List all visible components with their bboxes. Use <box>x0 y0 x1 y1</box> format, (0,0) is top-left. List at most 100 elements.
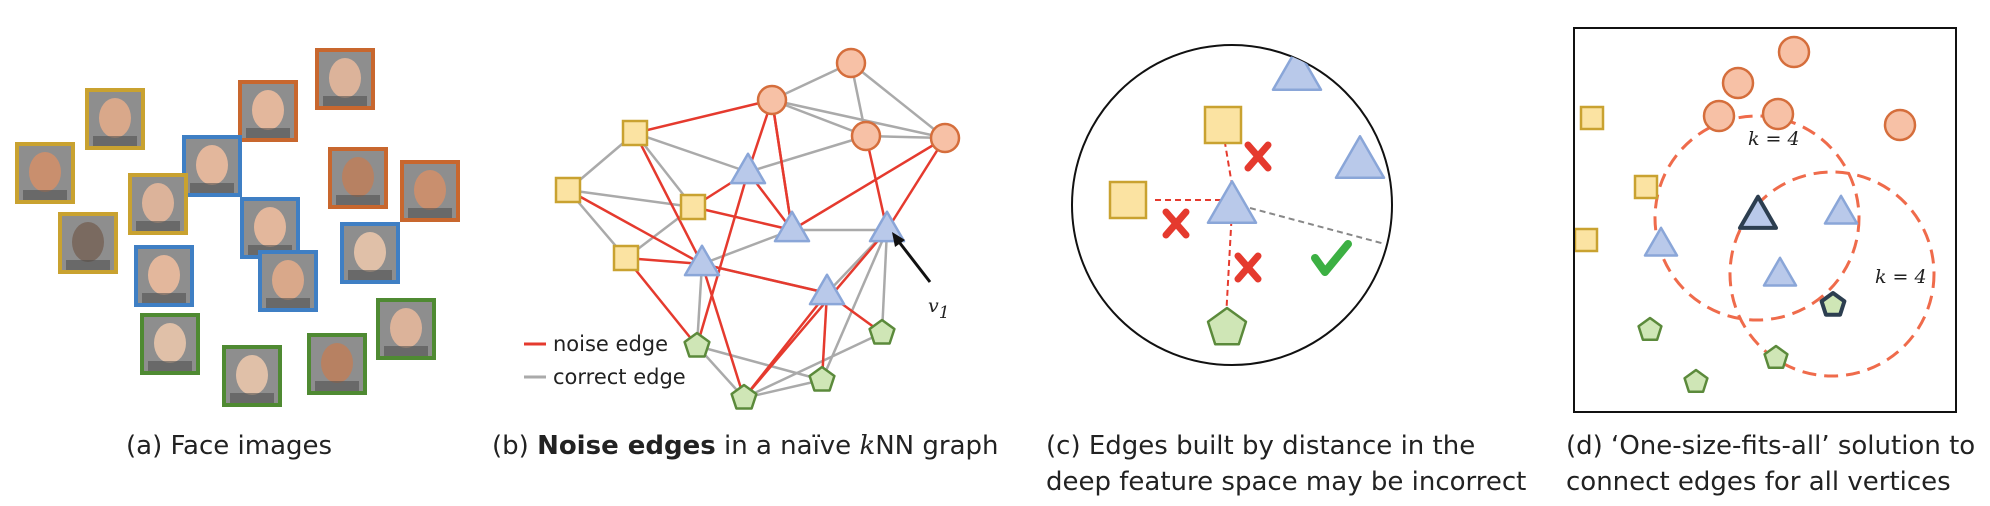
cross-icon <box>1244 141 1272 172</box>
noise-edge <box>567 188 703 266</box>
noise-edge <box>743 229 888 399</box>
caption-c-line1: (c) Edges built by distance in the <box>1046 431 1475 461</box>
pentagon-node <box>730 383 758 410</box>
noise-edge <box>791 136 946 232</box>
panel-d: k = 4 k = 4 (d) ‘One-size-fits-all’ solu… <box>1566 27 1975 497</box>
square-node <box>621 119 649 147</box>
pentagon-node <box>1275 376 1313 412</box>
circle-node <box>929 122 961 154</box>
pentagon-node <box>1763 344 1789 369</box>
panel-c: (c) Edges built by distance in the deep … <box>1046 44 1526 497</box>
panel-d-frame <box>1573 27 1957 413</box>
correct-edge <box>567 188 694 209</box>
face-photo-icon <box>340 222 400 284</box>
square-node <box>1633 174 1659 200</box>
noise-edge <box>633 132 704 265</box>
panel-a: (a) Face images <box>15 48 460 461</box>
circle-node <box>835 47 867 79</box>
triangle-node <box>1738 194 1778 230</box>
face-photo-icon <box>58 212 118 274</box>
face-photo-icon <box>238 80 298 142</box>
triangle-node <box>868 210 906 243</box>
face-photo-icon <box>85 88 145 150</box>
v1-label: v1 <box>928 295 950 323</box>
face-image-grid <box>15 48 460 407</box>
caption-d-line2: connect edges for all vertices <box>1566 467 1951 497</box>
face-photo-icon <box>258 250 318 312</box>
triangle-node <box>1271 47 1323 92</box>
graph-nodes <box>554 47 961 410</box>
face-photo-icon <box>328 147 388 209</box>
noise-edge <box>625 257 698 347</box>
correct-edge <box>880 229 889 334</box>
correct-edge <box>634 131 749 174</box>
square-node <box>612 244 640 272</box>
square-node <box>1108 180 1148 220</box>
noise-edge <box>885 137 947 231</box>
noise-edge <box>770 99 794 231</box>
noise-edge <box>695 171 750 347</box>
cross-icon <box>1234 252 1262 283</box>
caption-b: (b) Noise edges in a naïve kNN graph <box>492 431 999 461</box>
correct-edge <box>696 344 823 382</box>
face-photo-icon <box>15 142 75 204</box>
correct-edge <box>850 62 946 139</box>
cross-icon <box>1162 208 1190 239</box>
square-node <box>1575 227 1599 253</box>
k-radius-circle-1 <box>1653 114 1861 322</box>
triangle-node <box>1382 222 1392 267</box>
triangle-node <box>729 152 767 185</box>
pentagon-node <box>683 331 711 358</box>
correct-edge <box>771 98 867 138</box>
correct-edge <box>771 98 946 140</box>
correct-edge <box>747 134 867 174</box>
k-label-2: k = 4 <box>1875 266 1927 288</box>
circle-node <box>1721 66 1755 100</box>
circle-node <box>1702 99 1736 133</box>
caption-a: (a) Face images <box>126 431 332 461</box>
face-photo-icon <box>182 135 242 197</box>
pentagon-node <box>1819 291 1847 317</box>
triangle-node <box>1823 194 1859 225</box>
v1-arrow-head-icon <box>892 232 905 247</box>
face-photo-icon <box>400 160 460 222</box>
face-photo-icon <box>376 298 436 360</box>
triangle-node <box>808 273 846 306</box>
square-node <box>679 193 707 221</box>
noise-edge <box>700 263 746 399</box>
caption-d-line1: (d) ‘One-size-fits-all’ solution to <box>1566 431 1975 461</box>
face-photo-icon <box>307 333 367 395</box>
triangle-node <box>1334 135 1386 180</box>
panel-b: v1 noise edge correct edge (b) Noise edg… <box>492 47 999 461</box>
face-photo-icon <box>128 173 188 235</box>
pentagon-node <box>1206 306 1248 346</box>
legend-noise-label: noise edge <box>553 332 668 356</box>
face-photo-icon <box>222 345 282 407</box>
face-photo-icon <box>134 245 194 307</box>
circle-node <box>1777 35 1811 69</box>
square-node <box>1203 105 1243 145</box>
noise-edge <box>864 135 889 231</box>
circle-node <box>1883 108 1917 142</box>
pentagon-node <box>808 365 836 392</box>
caption-c-line2: deep feature space may be incorrect <box>1046 467 1526 497</box>
pentagon-node <box>1381 343 1392 365</box>
feature-space-circle <box>1071 44 1393 366</box>
circle-node <box>1761 97 1795 131</box>
triangle-node <box>773 210 811 243</box>
k-label-1: k = 4 <box>1748 128 1800 150</box>
square-node <box>554 176 582 204</box>
circle-node <box>756 84 788 116</box>
triangle-node <box>1206 180 1258 225</box>
check-icon <box>1311 240 1352 276</box>
noise-edge <box>701 262 828 295</box>
triangle-node <box>1643 226 1679 257</box>
correct-edge <box>743 331 883 400</box>
face-photo-icon <box>140 313 200 375</box>
square-node <box>1579 105 1605 131</box>
pentagon-node <box>1683 368 1709 393</box>
noise-edge <box>634 98 773 135</box>
pentagon-node <box>868 318 896 345</box>
feature-space-content <box>1108 47 1392 412</box>
